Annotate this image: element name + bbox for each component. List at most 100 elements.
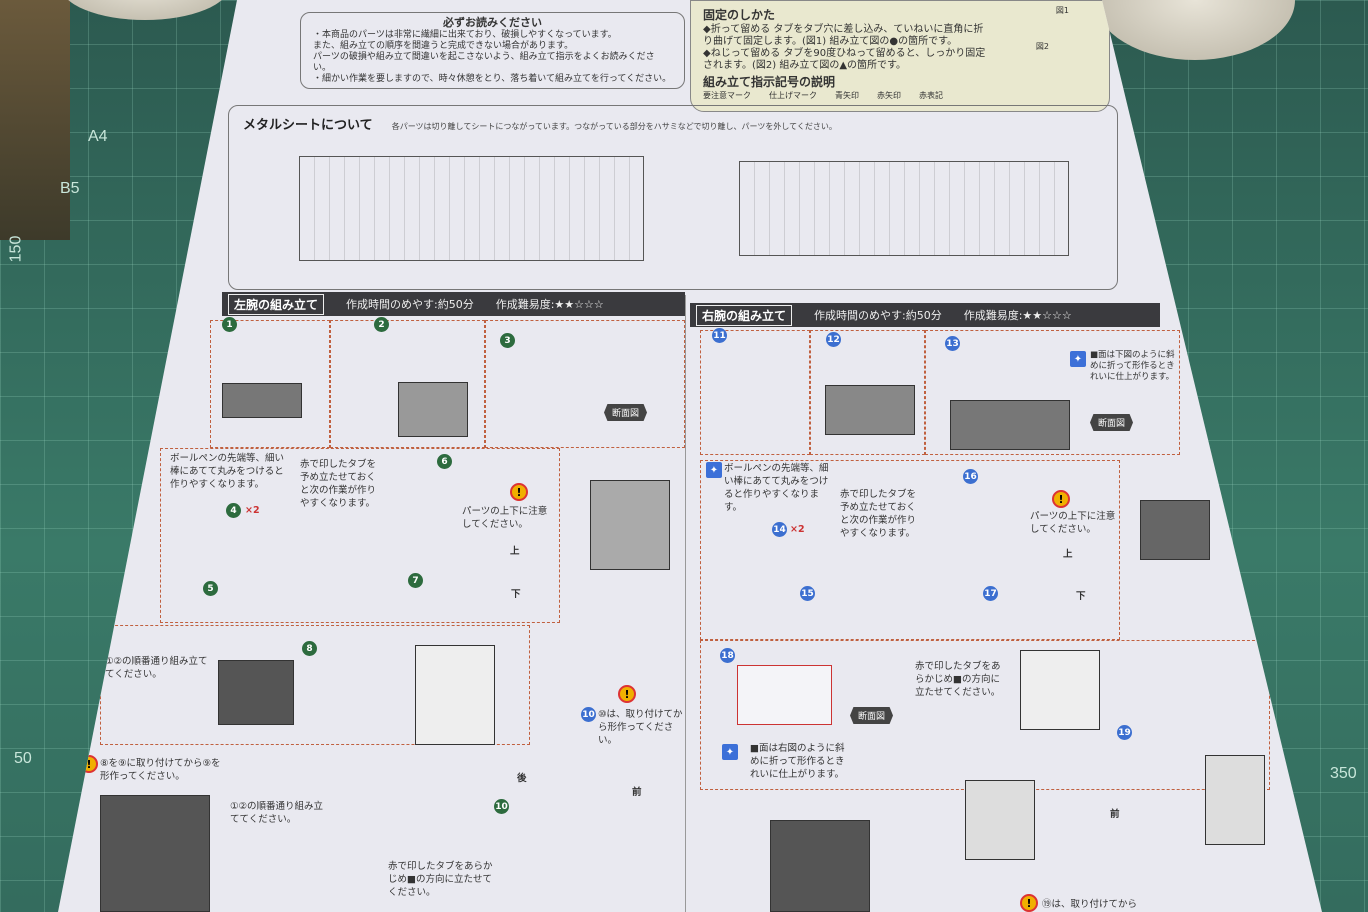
right-arm-header: 右腕の組み立て 作成時間のめやす:約50分 作成難易度:★★☆☆☆ bbox=[690, 303, 1160, 327]
part-diagram bbox=[1205, 755, 1265, 845]
step-number: 10 bbox=[581, 707, 596, 722]
quantity-label: ×2 bbox=[245, 505, 260, 516]
column-divider bbox=[685, 295, 686, 912]
step-number: 10 bbox=[494, 799, 509, 814]
note: パーツの上下に注意してください。 bbox=[1030, 511, 1116, 535]
bowl bbox=[60, 0, 230, 20]
tip-note: ■面は右図のように斜めに折って形作るときれいに仕上がります。 bbox=[750, 743, 845, 780]
mat-label: B5 bbox=[60, 180, 80, 197]
step-number: 14 bbox=[772, 522, 787, 537]
tip-note: ■面は下図のように斜めに折って形作るときれいに仕上がります。 bbox=[1090, 350, 1175, 382]
right-arm-time: 作成時間のめやす:約50分 bbox=[814, 309, 942, 322]
fix-line: ◆ねじって留める タブを90度ひねって留めると、しっかり固定されます。(図2) … bbox=[703, 48, 986, 71]
step-number: 5 bbox=[203, 581, 218, 596]
tip-note: ボールペンの先端等、細い棒にあてて丸みをつけると作りやすくなります。 bbox=[170, 453, 285, 490]
left-arm-time: 作成時間のめやす:約50分 bbox=[346, 298, 474, 311]
step-panel bbox=[160, 448, 560, 623]
step-number: 13 bbox=[945, 336, 960, 351]
fig-label: 図2 bbox=[1035, 42, 1049, 51]
step-number: 19 bbox=[1117, 725, 1132, 740]
desk-edge bbox=[0, 0, 70, 240]
step-number: 3 bbox=[500, 333, 515, 348]
finish-tip-icon: ✦ bbox=[1070, 351, 1086, 367]
symbol-red-mark: 赤表記 bbox=[919, 91, 943, 100]
part-diagram bbox=[737, 665, 832, 725]
left-arm-difficulty: 作成難易度:★★☆☆☆ bbox=[495, 298, 604, 311]
metal-title: メタルシートについて bbox=[243, 118, 373, 133]
notice-line: パーツの破損や組み立て間違いを起こさないよう、組み立て指示をよくお読みください。 bbox=[313, 52, 655, 73]
mat-label: 150 bbox=[7, 235, 25, 263]
symbol-caution: 要注意マーク bbox=[703, 91, 751, 100]
notice-title: 必ずお読みください bbox=[443, 16, 542, 29]
caution-icon: ! bbox=[1052, 490, 1070, 508]
back-label: 後 bbox=[517, 773, 527, 784]
fix-line: ◆折って留める タブをタブ穴に差し込み、ていねいに直角に折り曲げて固定します。(… bbox=[703, 24, 984, 47]
note: ①②の順番通り組み立ててください。 bbox=[230, 801, 324, 825]
part-diagram bbox=[222, 383, 302, 418]
symbol-finish: 仕上げマーク bbox=[769, 91, 817, 100]
note: ①②の順番通り組み立ててください。 bbox=[105, 656, 208, 680]
step-number: 8 bbox=[302, 641, 317, 656]
right-arm-difficulty: 作成難易度:★★☆☆☆ bbox=[963, 309, 1072, 322]
caution-icon: ! bbox=[1020, 894, 1038, 912]
metal-sheet-left bbox=[299, 156, 644, 261]
step-number: 11 bbox=[712, 328, 727, 343]
front-label: 前 bbox=[632, 787, 642, 798]
symbol-legend: 要注意マーク 仕上げマーク 青矢印 赤矢印 赤表記 bbox=[703, 91, 1097, 101]
part-diagram bbox=[398, 382, 468, 437]
note: 赤で印したタブを予め立たせておくと次の作業が作りやすくなります。 bbox=[300, 459, 377, 509]
part-diagram bbox=[1140, 500, 1210, 560]
finish-tip-icon: ✦ bbox=[722, 744, 738, 760]
step-number: 15 bbox=[800, 586, 815, 601]
mat-label: 350 bbox=[1330, 765, 1357, 782]
finish-tip-icon: ✦ bbox=[706, 462, 722, 478]
note: パーツの上下に注意してください。 bbox=[462, 506, 548, 530]
up-label: 上 bbox=[510, 546, 520, 557]
part-diagram bbox=[1020, 650, 1100, 730]
part-diagram bbox=[415, 645, 495, 745]
fig-label: 図1 bbox=[1055, 6, 1069, 15]
part-diagram bbox=[770, 820, 870, 912]
tip-note: ボールペンの先端等、細い棒にあてて丸みをつけると作りやすくなります。 bbox=[724, 463, 829, 513]
part-diagram bbox=[965, 780, 1035, 860]
part-diagram bbox=[825, 385, 915, 435]
notice-line: また、組み立ての順序を間違うと完成できない場合があります。 bbox=[313, 41, 574, 51]
cross-section-label: 断面図 bbox=[850, 707, 894, 724]
caution-icon: ! bbox=[510, 483, 528, 501]
mat-label: 50 bbox=[14, 750, 32, 767]
step-number: 18 bbox=[720, 648, 735, 663]
assembly-info-panel: 固定のしかた ◆折って留める タブをタブ穴に差し込み、ていねいに直角に折り曲げて… bbox=[690, 0, 1110, 112]
note: ⑩は、取り付けてから形作ってください。 bbox=[598, 709, 683, 746]
step-number: 16 bbox=[963, 469, 978, 484]
front-label: 前 bbox=[1110, 809, 1120, 820]
step-number: 17 bbox=[983, 586, 998, 601]
note: ⑧を⑨に取り付けてから⑨を形作ってください。 bbox=[100, 758, 221, 782]
mat-label: A4 bbox=[88, 128, 108, 145]
step-panel bbox=[700, 460, 1120, 640]
step-panel bbox=[210, 320, 330, 448]
fix-title: 固定のしかた bbox=[703, 8, 776, 22]
step-number: 4 bbox=[226, 503, 241, 518]
notice-line: ・細かい作業を要しますので、時々休憩をとり、落ち着いて組み立てを行ってください。 bbox=[313, 74, 672, 84]
down-label: 下 bbox=[1076, 591, 1086, 602]
note: 赤で印したタブをあらかじめ■の方向に立たせてください。 bbox=[915, 661, 1001, 698]
left-arm-header: 左腕の組み立て 作成時間のめやす:約50分 作成難易度:★★☆☆☆ bbox=[222, 292, 685, 316]
step-number: 1 bbox=[222, 317, 237, 332]
cross-section-label: 断面図 bbox=[604, 404, 648, 421]
notice-line: ・本商品のパーツは非常に繊細に出来ており、破損しやすくなっています。 bbox=[313, 30, 617, 40]
note: 赤で印したタブを予め立たせておくと次の作業が作りやすくなります。 bbox=[840, 489, 917, 539]
left-arm-title: 左腕の組み立て bbox=[228, 293, 325, 315]
right-arm-title: 右腕の組み立て bbox=[696, 304, 793, 326]
step-panel bbox=[330, 320, 485, 448]
step-number: 12 bbox=[826, 332, 841, 347]
symbols-title: 組み立て指示記号の説明 bbox=[703, 75, 836, 89]
metal-sheet-section: メタルシートについて 各パーツは切り離してシートにつながっています。つながってい… bbox=[228, 105, 1118, 290]
metal-desc: 各パーツは切り離してシートにつながっています。つながっている部分をハサミなどで切… bbox=[391, 122, 837, 131]
symbol-blue-arrow: 青矢印 bbox=[835, 91, 859, 100]
part-diagram bbox=[950, 400, 1070, 450]
step-panel bbox=[700, 330, 810, 455]
metal-sheet-right bbox=[739, 161, 1069, 256]
caution-icon: ! bbox=[618, 685, 636, 703]
part-diagram bbox=[590, 480, 670, 570]
